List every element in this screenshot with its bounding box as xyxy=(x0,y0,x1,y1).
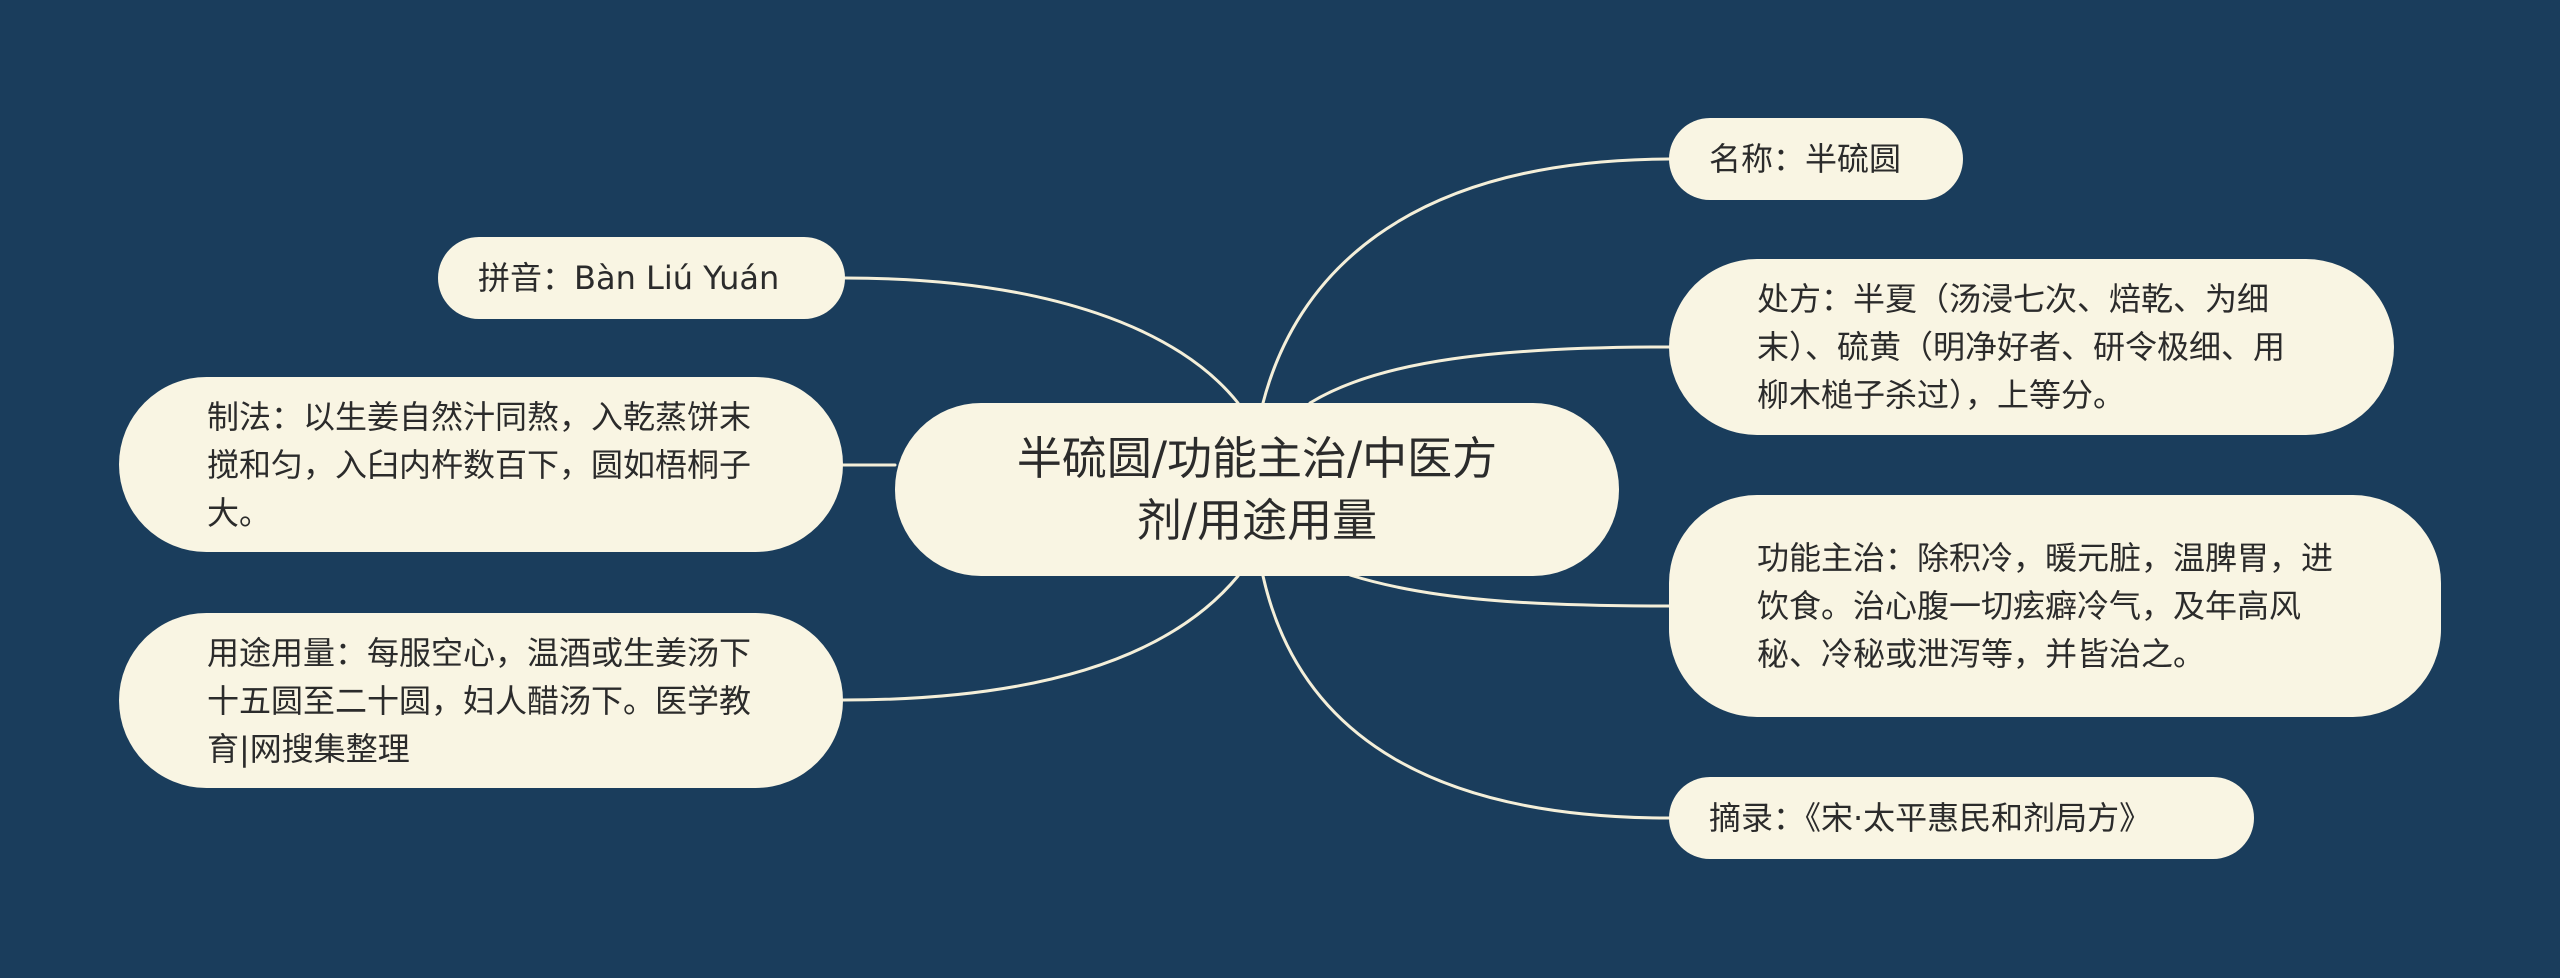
branch-node-prescription[interactable]: 处方：半夏（汤浸七次、焙乾、为细末）、硫黄（明净好者、研令极细、用柳木槌子杀过）… xyxy=(1669,259,2394,435)
branch-label-effect: 功能主治：除积冷，暖元脏，温脾胃，进饮食。治心腹一切痃癖冷气，及年高风秘、冷秘或… xyxy=(1757,539,2334,673)
branch-node-effect[interactable]: 功能主治：除积冷，暖元脏，温脾胃，进饮食。治心腹一切痃癖冷气，及年高风秘、冷秘或… xyxy=(1669,495,2441,717)
central-topic-node[interactable]: 半硫圆/功能主治/中医方剂/用途用量 xyxy=(895,403,1619,576)
connector-usage xyxy=(841,574,1240,702)
branch-node-name[interactable]: 名称：半硫圆 xyxy=(1669,118,1963,200)
branch-node-method[interactable]: 制法：以生姜自然汁同熬，入乾蒸饼末搅和匀，入臼内杵数百下，圆如梧桐子大。 xyxy=(119,377,843,552)
branch-label-pinyin: 拼音：Bàn Liú Yuán xyxy=(478,259,780,297)
branch-node-source[interactable]: 摘录：《宋·太平惠民和剂局方》 xyxy=(1669,777,2254,859)
connector-name xyxy=(1261,157,1671,405)
connector-prescription xyxy=(1308,345,1671,405)
central-topic-label: 半硫圆/功能主治/中医方剂/用途用量 xyxy=(1016,431,1498,547)
branch-label-usage: 用途用量：每服空心，温酒或生姜汤下十五圆至二十圆，妇人醋汤下。医学教育|网搜集整… xyxy=(207,633,752,768)
branch-label-source: 摘录：《宋·太平惠民和剂局方》 xyxy=(1709,799,2152,837)
branch-label-name: 名称：半硫圆 xyxy=(1709,140,1902,178)
connector-pinyin xyxy=(843,276,1240,405)
branch-label-prescription: 处方：半夏（汤浸七次、焙乾、为细末）、硫黄（明净好者、研令极细、用柳木槌子杀过）… xyxy=(1757,280,2286,414)
connector-effect xyxy=(1348,573,1671,608)
branch-label-method: 制法：以生姜自然汁同熬，入乾蒸饼末搅和匀，入臼内杵数百下，圆如梧桐子大。 xyxy=(207,397,752,532)
branch-node-usage[interactable]: 用途用量：每服空心，温酒或生姜汤下十五圆至二十圆，妇人醋汤下。医学教育|网搜集整… xyxy=(119,613,843,788)
connector-source xyxy=(1261,574,1671,820)
branch-node-pinyin[interactable]: 拼音：Bàn Liú Yuán xyxy=(438,237,845,319)
